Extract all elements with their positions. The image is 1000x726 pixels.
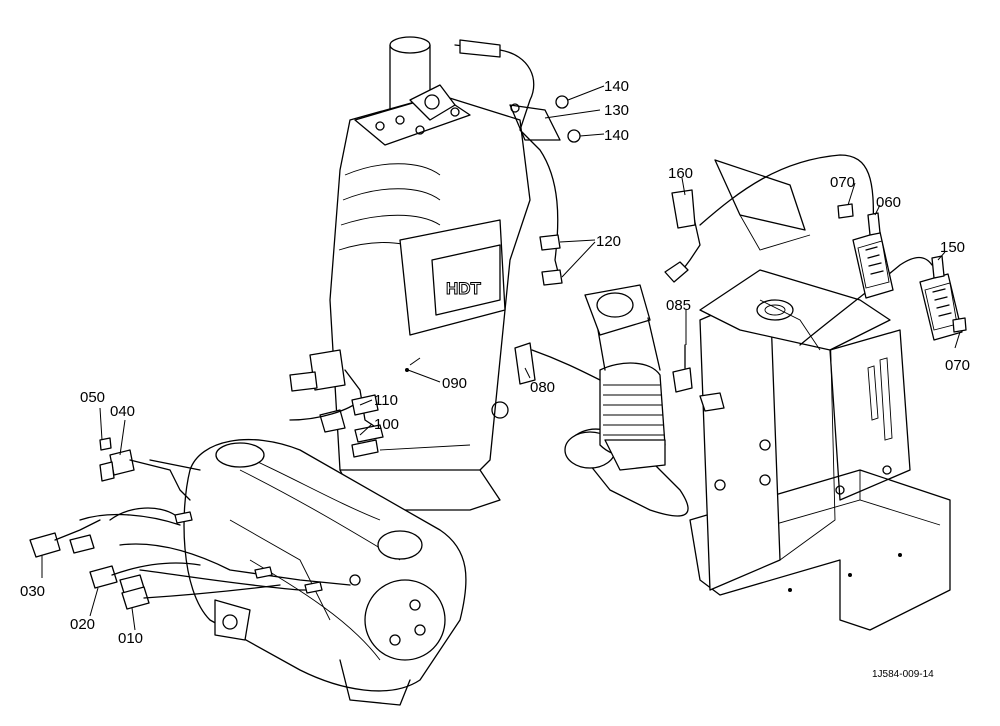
- leader-lines: [41, 85, 961, 631]
- callout-140-bottom: 140: [604, 127, 629, 144]
- callout-060: 060: [876, 194, 901, 211]
- callout-070-top: 070: [830, 174, 855, 191]
- callout-090: 090: [442, 375, 467, 392]
- dpf-canister: HDT: [329, 36, 531, 511]
- callout-140-top: 140: [604, 78, 629, 95]
- hdt-plate-label: HDT: [446, 279, 482, 298]
- inlet-pipe: [491, 284, 689, 517]
- callout-080: 080: [530, 379, 555, 396]
- mounting-frame: [689, 159, 951, 631]
- callout-160: 160: [668, 165, 693, 182]
- diagram-reference-code: 1J584-009-14: [872, 669, 934, 680]
- callout-110: 110: [374, 392, 398, 409]
- callout-070-bottom: 070: [945, 357, 970, 374]
- callout-130: 130: [604, 102, 629, 119]
- callout-040: 040: [110, 403, 135, 420]
- callout-020: 020: [70, 616, 95, 633]
- callout-100: 100: [374, 416, 399, 433]
- callout-labels: 140 130 140 160 070 060 120 150 085 070 …: [20, 78, 970, 647]
- callout-150: 150: [940, 239, 965, 256]
- muffler-assembly: [183, 438, 467, 706]
- callout-030: 030: [20, 583, 45, 600]
- callout-050: 050: [80, 389, 105, 406]
- callout-010: 010: [118, 630, 143, 647]
- sensor-harness: [29, 39, 967, 610]
- callout-085: 085: [666, 297, 691, 314]
- callout-120: 120: [596, 233, 621, 250]
